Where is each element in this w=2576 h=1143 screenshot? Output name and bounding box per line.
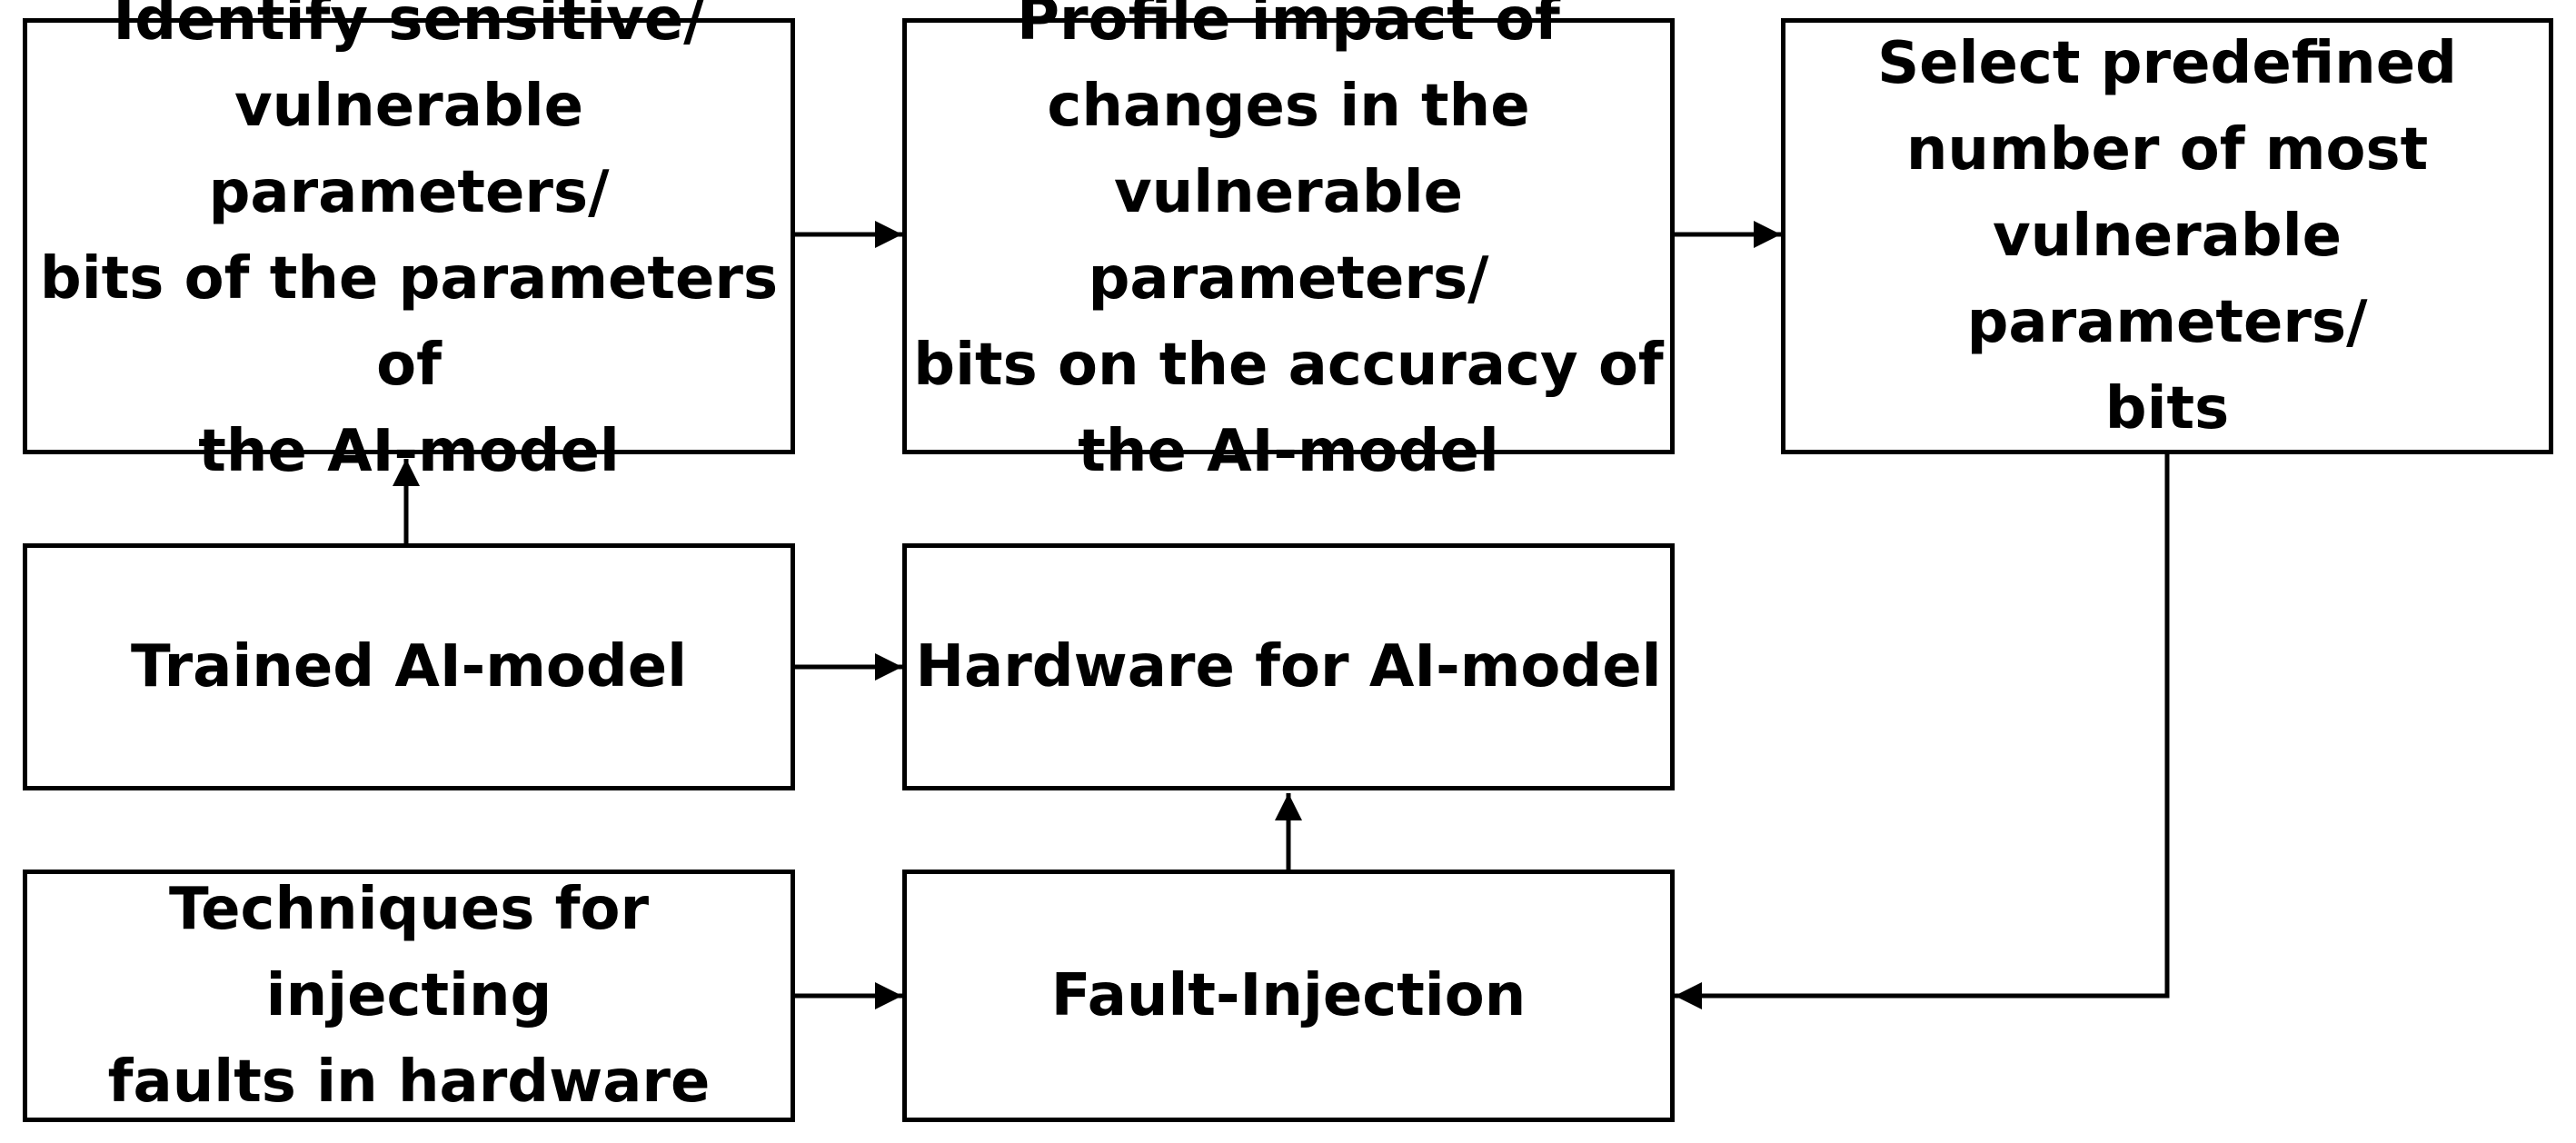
trained-model-label: Trained AI-model xyxy=(130,632,688,701)
identify-parameters-label: Identify sensitive/ vulnerable parameter… xyxy=(39,0,779,485)
hardware-box: Hardware for AI-model xyxy=(902,543,1675,790)
select-parameters-label: Select predefined number of most vulnera… xyxy=(1877,29,2457,442)
trained-model-box: Trained AI-model xyxy=(23,543,795,790)
hardware-label: Hardware for AI-model xyxy=(915,632,1662,701)
fault-techniques-box: Techniques for injecting faults in hardw… xyxy=(23,870,795,1122)
profile-impact-box: Profile impact of changes in the vulnera… xyxy=(902,0,1675,485)
arrow-select-to-fault xyxy=(1675,454,2170,1009)
identify-parameters-box: Identify sensitive/ vulnerable parameter… xyxy=(23,0,795,485)
fault-injection-label: Fault-Injection xyxy=(1050,961,1527,1029)
profile-impact-label: Profile impact of changes in the vulnera… xyxy=(913,0,1664,485)
fault-injection-box: Fault-Injection xyxy=(902,870,1675,1122)
fault-techniques-label: Techniques for injecting faults in hardw… xyxy=(107,875,711,1116)
select-parameters-box: Select predefined number of most vulnera… xyxy=(1781,18,2553,454)
